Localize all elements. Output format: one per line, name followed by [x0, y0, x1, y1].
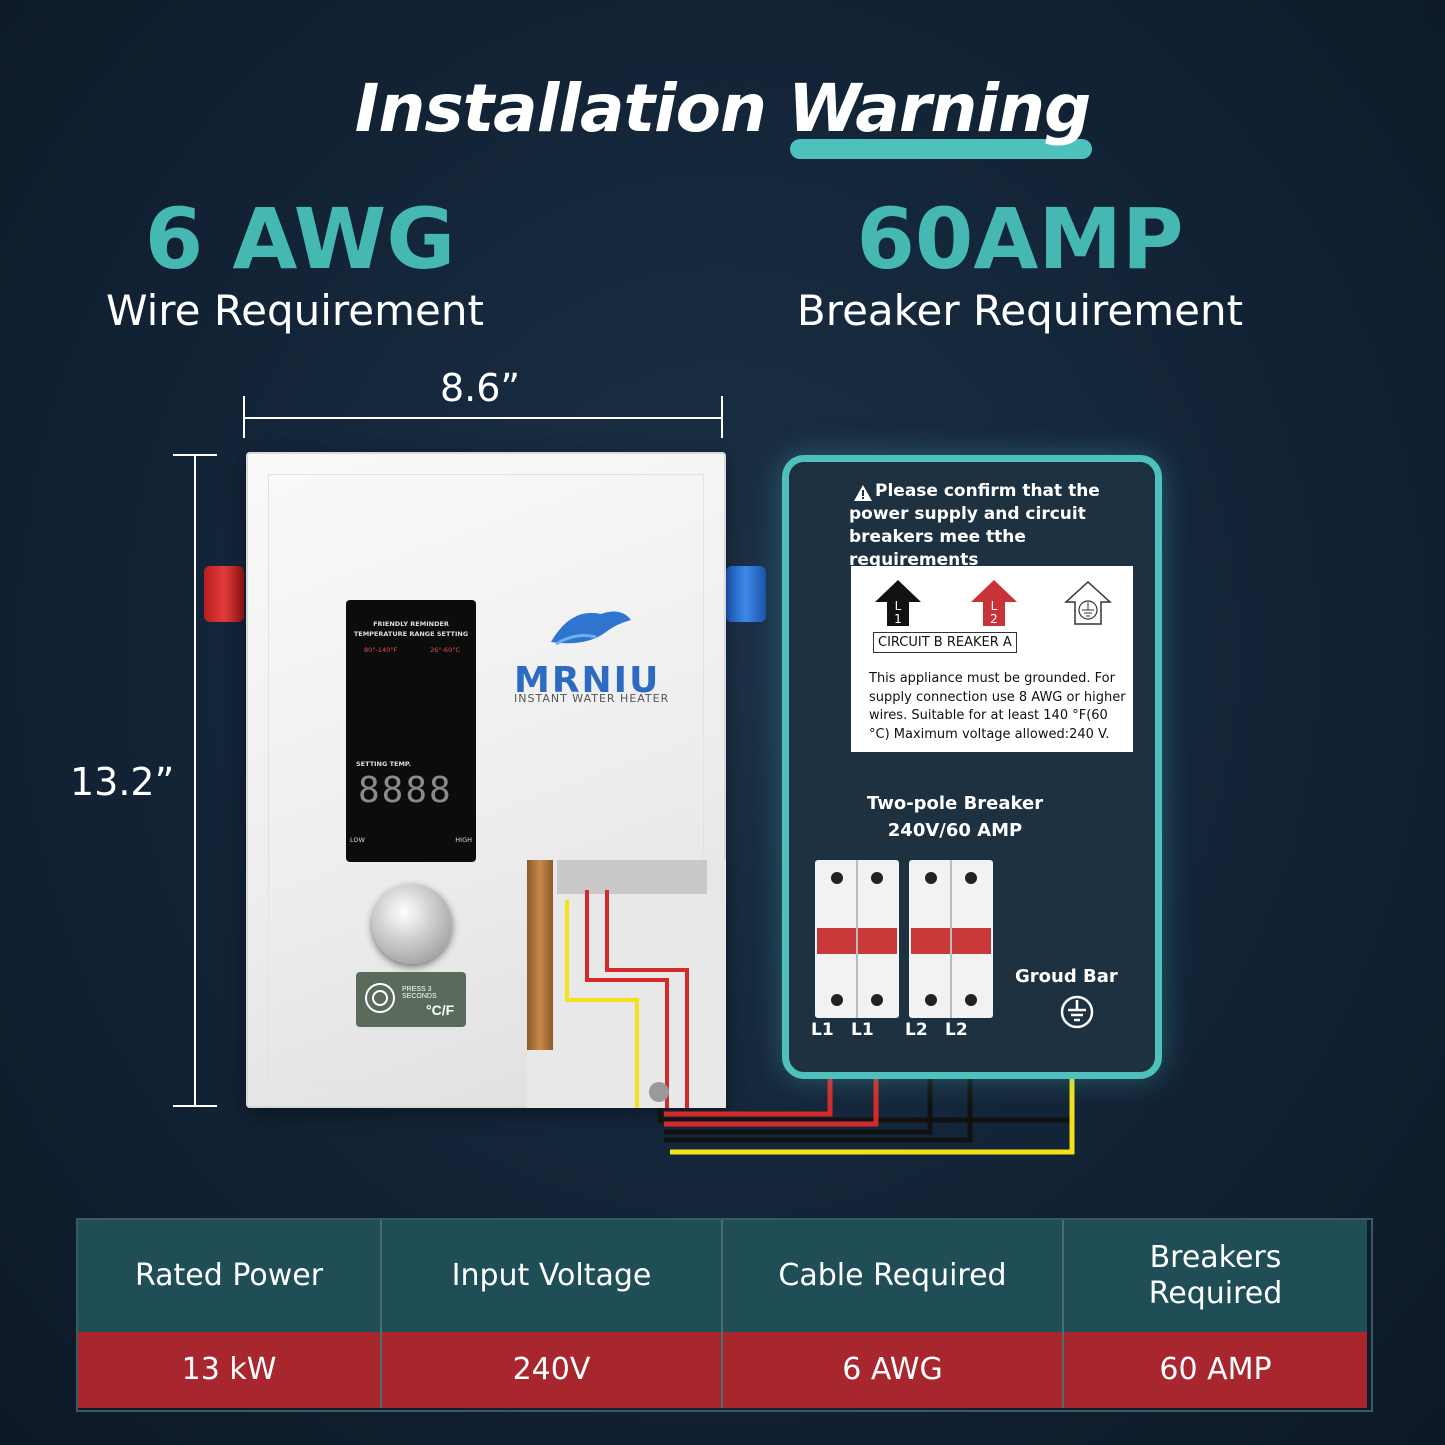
panel-range-f: 80°-140°F	[364, 646, 398, 654]
wire-spec-label: Wire Requirement	[106, 286, 484, 335]
cold-water-fitting	[726, 566, 766, 622]
brand-subtitle: INSTANT WATER HEATER	[514, 692, 670, 705]
wiring-compartment	[527, 860, 726, 1108]
breaker-l1	[815, 860, 899, 1018]
breaker-spec-value: 60AMP	[856, 190, 1184, 288]
temperature-display: 8888	[358, 770, 453, 811]
brand-logo: MRNIU	[514, 660, 661, 701]
control-panel: FRIENDLY REMINDER TEMPERATURE RANGE SETT…	[346, 600, 476, 862]
height-dimension: 13.2”	[70, 760, 175, 804]
breaker-rating: 240V/60 AMP	[887, 820, 1023, 841]
breaker-requirement-panel: Please confirm that the power supply and…	[782, 455, 1162, 1079]
wire-spec-value: 6 AWG	[144, 190, 456, 288]
temperature-knob[interactable]	[372, 884, 452, 964]
hot-water-fitting	[204, 566, 244, 622]
svg-text:L: L	[895, 599, 902, 613]
ground-bar-label: Groud Bar	[1015, 966, 1118, 987]
l2-phase-icon: L 2	[971, 580, 1017, 626]
table-value-input-voltage: 240V	[382, 1332, 723, 1408]
panel-setting-label: SETTING TEMP.	[356, 760, 411, 768]
terminal-label-l1b: L1	[851, 1020, 874, 1040]
terminal-label-l2b: L2	[945, 1020, 968, 1040]
panel-range-title: TEMPERATURE RANGE SETTING	[353, 630, 469, 638]
grounding-instructions: This appliance must be grounded. For sup…	[869, 671, 1126, 742]
button-press-text: PRESS 3 SECONDS	[402, 986, 437, 1000]
touch-icon	[365, 983, 395, 1013]
table-header-rated-power: Rated Power	[78, 1220, 382, 1332]
svg-text:L: L	[991, 599, 998, 613]
panel-high-label: HIGH	[455, 836, 472, 844]
warning-icon	[854, 485, 872, 501]
table-value-cable-required: 6 AWG	[723, 1332, 1064, 1408]
bull-logo-icon	[551, 611, 631, 646]
terminal-label-l1a: L1	[811, 1020, 834, 1040]
table-header-cable-required: Cable Required	[723, 1220, 1064, 1332]
panel-reminder-title: FRIENDLY REMINDER	[373, 620, 449, 628]
terminal-label-l2a: L2	[905, 1020, 928, 1040]
unit-toggle-button[interactable]: PRESS 3 SECONDS °C/F	[356, 972, 466, 1027]
table-value-rated-power: 13 kW	[78, 1332, 382, 1408]
panel-range-c: 26°-60°C	[430, 646, 460, 654]
button-unit-text: °C/F	[426, 1002, 455, 1018]
table-value-breakers-required: 60 AMP	[1064, 1332, 1367, 1408]
water-heater-unit: FRIENDLY REMINDER TEMPERATURE RANGE SETT…	[246, 452, 726, 1108]
spec-table: Rated Power Input Voltage Cable Required…	[76, 1218, 1373, 1412]
table-header-input-voltage: Input Voltage	[382, 1220, 723, 1332]
breaker-l2	[909, 860, 993, 1018]
width-dimension: 8.6”	[440, 366, 521, 410]
title-word-installation: Installation	[354, 70, 767, 147]
circuit-breaker-label: CIRCUIT B REAKER A	[873, 632, 1017, 653]
svg-text:1: 1	[894, 612, 902, 626]
ground-symbol-icon	[1064, 580, 1112, 625]
svg-text:2: 2	[990, 612, 998, 626]
breaker-spec-label: Breaker Requirement	[796, 286, 1244, 335]
ground-bar-icon	[1060, 995, 1094, 1029]
table-header-breakers-required: Breakers Required	[1064, 1220, 1367, 1332]
l1-phase-icon: L 1	[875, 580, 921, 626]
electrical-rating-label: L 1 L 2 CIRCUIT B REAKER A This applianc…	[851, 566, 1133, 752]
power-supply-warning: Please confirm that the power supply and…	[849, 481, 1100, 570]
panel-low-label: LOW	[350, 836, 365, 844]
breaker-type: Two-pole Breaker	[866, 793, 1044, 814]
